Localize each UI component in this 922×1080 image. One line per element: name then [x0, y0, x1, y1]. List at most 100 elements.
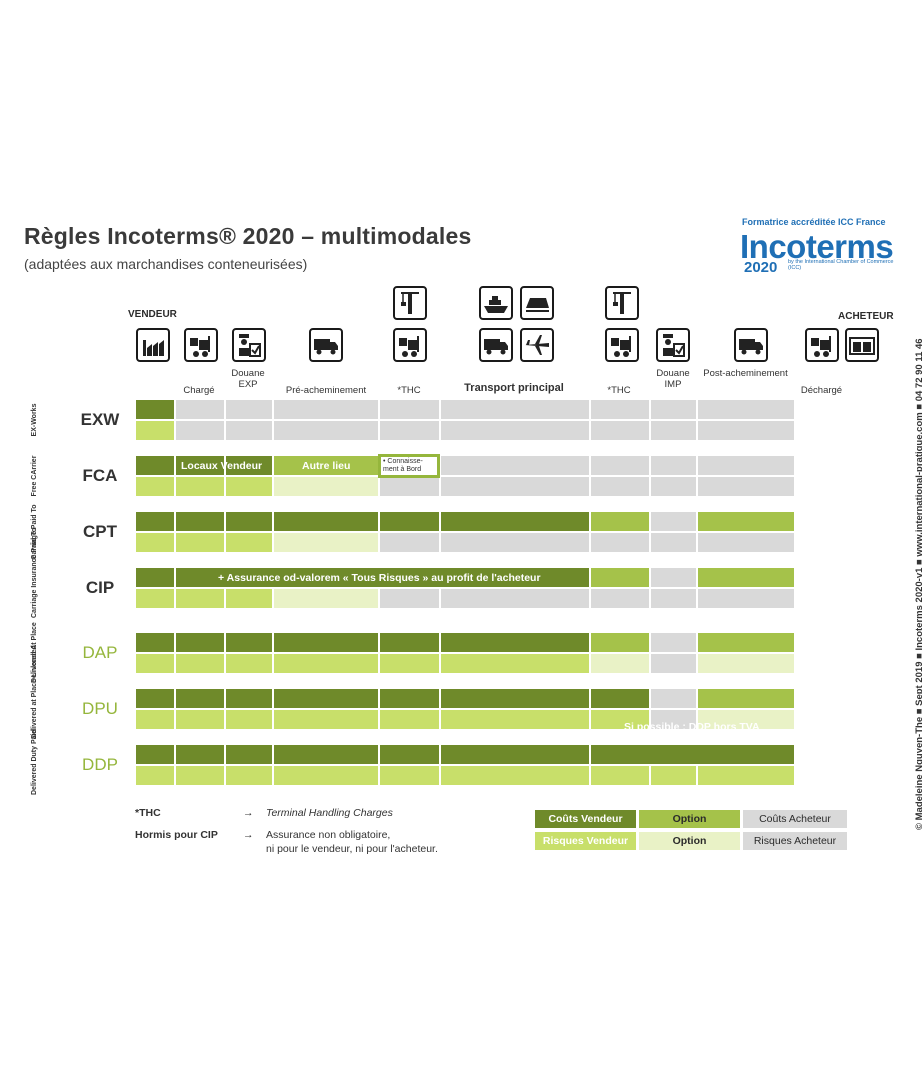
row-name-ddp: Delivered Duty Paid	[31, 729, 38, 795]
risk-cell-r5-c1	[176, 710, 224, 729]
cost-cell-r2-c5	[441, 512, 589, 531]
legend-option-risks: Option	[639, 832, 740, 850]
risk-cell-r2-c1	[176, 533, 224, 552]
risk-cell-r1-c3	[274, 477, 378, 496]
legend-couts-vendeur: Coûts Vendeur	[535, 810, 636, 828]
col-header-douane-imp: Douane IMP	[656, 368, 690, 390]
cost-cell-r0-c8	[698, 400, 794, 419]
risk-cell-r2-c8	[698, 533, 794, 552]
crane-icon	[605, 286, 639, 320]
ddp-tva-bar	[591, 745, 794, 764]
risk-cell-r2-c6	[591, 533, 649, 552]
risk-cell-r2-c4	[380, 533, 439, 552]
risk-cell-r1-c0	[136, 477, 174, 496]
customs-officer-icon	[656, 328, 690, 362]
cost-cell-r3-c0	[136, 568, 174, 587]
cost-cell-r4-c1	[176, 633, 224, 652]
risk-cell-r4-c2	[226, 654, 272, 673]
cost-cell-r6-c3	[274, 745, 378, 764]
fca-connaissement-note: • Connaisse-ment à Bord	[378, 454, 440, 478]
row-code-cpt: CPT	[83, 522, 117, 541]
risk-cell-r1-c5	[441, 477, 589, 496]
cost-cell-r5-c5	[441, 689, 589, 708]
risk-cell-r4-c4	[380, 654, 439, 673]
cost-cell-r4-c7	[651, 633, 696, 652]
warehouse-door-icon	[845, 328, 879, 362]
risk-cell-r4-c0	[136, 654, 174, 673]
cost-cell-r5-c4	[380, 689, 439, 708]
cost-cell-r2-c8	[698, 512, 794, 531]
forklift-icon	[184, 328, 218, 362]
cost-cell-r5-c7	[651, 689, 696, 708]
risk-cell-r1-c4	[380, 477, 439, 496]
row-name-exw: EX-Works	[31, 403, 38, 437]
row-name-fca: Free CArrier	[31, 455, 38, 497]
cost-cell-r1-c5	[441, 456, 589, 475]
cost-cell-r1-c1	[176, 456, 224, 475]
row-code-fca: FCA	[82, 466, 118, 485]
cost-cell-r2-c0	[136, 512, 174, 531]
legend-couts-acheteur: Coûts Acheteur	[743, 810, 847, 828]
cost-cell-r6-c0	[136, 745, 174, 764]
truck-icon	[309, 328, 343, 362]
cost-cell-r2-c3	[274, 512, 378, 531]
row-code-exw: EXW	[80, 410, 120, 429]
col-header-transport-principal: Transport principal	[464, 382, 564, 394]
truck-icon	[734, 328, 768, 362]
truck-icon	[479, 328, 513, 362]
row-code-dpu: DPU	[82, 699, 118, 718]
side-credit: © Madeleine Nguyen-The ■ Sept 2019 ■ Inc…	[914, 338, 922, 830]
risk-cell-r0-c0	[136, 421, 174, 440]
footnote-cip-text-2: ni pour le vendeur, ni pour l'acheteur.	[266, 843, 438, 855]
cost-cell-r3-c8	[698, 568, 794, 587]
footnote-thc-label: *THC	[135, 807, 161, 819]
cost-cell-r5-c1	[176, 689, 224, 708]
customs-officer-icon	[232, 328, 266, 362]
legend-option-costs: Option	[639, 810, 740, 828]
cost-cell-r0-c1	[176, 400, 224, 419]
risk-cell-r0-c8	[698, 421, 794, 440]
risk-cell-r4-c5	[441, 654, 589, 673]
cost-cell-r6-c1	[176, 745, 224, 764]
risk-cell-r4-c3	[274, 654, 378, 673]
risk-cell-r4-c7	[651, 654, 696, 673]
cost-cell-r2-c4	[380, 512, 439, 531]
risk-cell-r6-c6	[591, 766, 649, 785]
risk-cell-r1-c2	[226, 477, 272, 496]
cost-cell-r5-c2	[226, 689, 272, 708]
col-header-decharge: Déchargé	[800, 385, 843, 396]
col-header-post-acheminement: Post-acheminement	[703, 368, 788, 379]
risk-cell-r2-c7	[651, 533, 696, 552]
risk-cell-r6-c8	[698, 766, 794, 785]
fca-locaux-vendeur-note: Locaux Vendeur	[181, 460, 263, 472]
col-header-pre-acheminement: Pré-acheminement	[285, 385, 367, 396]
risk-cell-r1-c8	[698, 477, 794, 496]
cost-cell-r2-c6	[591, 512, 649, 531]
cost-cell-r0-c5	[441, 400, 589, 419]
cost-cell-r6-c2	[226, 745, 272, 764]
risk-cell-r6-c2	[226, 766, 272, 785]
cost-cell-r3-c6	[591, 568, 649, 587]
risk-cell-r5-c0	[136, 710, 174, 729]
risk-cell-r3-c0	[136, 589, 174, 608]
risk-cell-r2-c0	[136, 533, 174, 552]
cost-cell-r1-c6	[591, 456, 649, 475]
footnote-cip-text-1: Assurance non obligatoire,	[266, 829, 391, 841]
cost-cell-r4-c8	[698, 633, 794, 652]
col-header-thc-export: *THC	[397, 385, 421, 396]
col-header-thc-import: *THC	[607, 385, 631, 396]
fca-autre-lieu-note: Autre lieu	[302, 460, 351, 472]
row-name-cip: Carriage Insurance Paid To	[31, 527, 38, 618]
forklift-icon	[805, 328, 839, 362]
risk-cell-r5-c3	[274, 710, 378, 729]
cost-cell-r6-c5	[441, 745, 589, 764]
cip-assurance-note: + Assurance od-valorem « Tous Risques » …	[218, 572, 541, 584]
cost-cell-r1-c2	[226, 456, 272, 475]
risk-cell-r4-c1	[176, 654, 224, 673]
footnote-thc-arrow: →	[243, 807, 254, 819]
risk-cell-r5-c6	[591, 710, 649, 729]
risk-cell-r2-c2	[226, 533, 272, 552]
cost-cell-r0-c4	[380, 400, 439, 419]
page-title: Règles Incoterms® 2020 – multimodales	[24, 223, 472, 249]
forklift-icon	[393, 328, 427, 362]
